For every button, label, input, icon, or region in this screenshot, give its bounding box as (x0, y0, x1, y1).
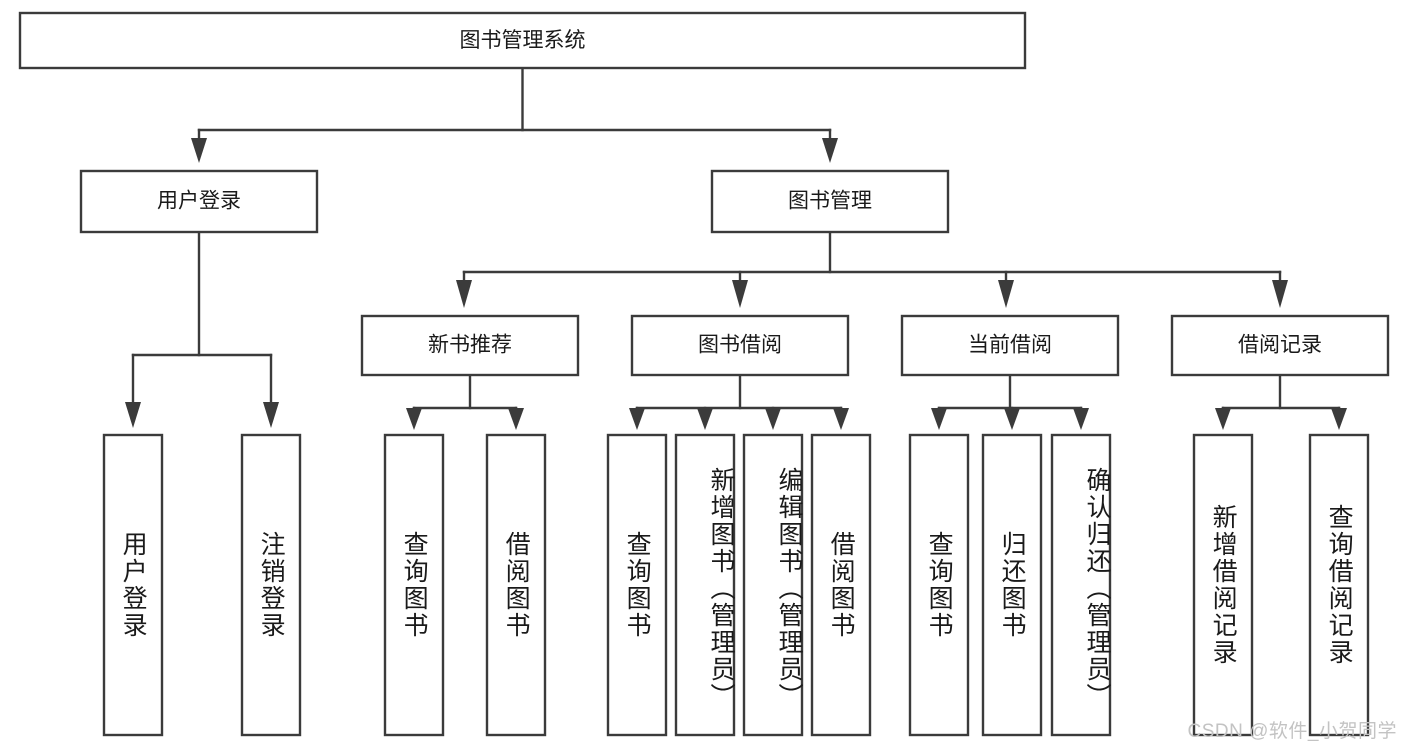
csdn-watermark: CSDN @软件_小贺同学 (1187, 721, 1397, 742)
node-borrow-record[interactable]: 借阅记录 (1170, 314, 1390, 377)
node-leaf-query-borrow-record-box[interactable] (1308, 433, 1370, 737)
connector-group-borrow-record (1215, 373, 1347, 430)
node-root-box[interactable] (18, 11, 1027, 70)
node-user-login-box[interactable] (79, 169, 319, 234)
node-current-borrow[interactable]: 当前借阅 (900, 314, 1120, 377)
arrowhead-leaf-add-borrow-record (1215, 408, 1231, 430)
arrowhead-borrow-record (1272, 280, 1288, 308)
connector-group-book-borrow (629, 373, 849, 430)
node-book-management[interactable]: 图书管理 (710, 169, 950, 234)
arrowhead-book-management (822, 138, 838, 163)
node-leaf-query-book-borrow-box[interactable] (606, 433, 668, 737)
node-leaf-add-borrow-record-box[interactable] (1192, 433, 1254, 737)
node-new-book-recommend-label: 新书推荐 (428, 334, 512, 357)
connector-group-root (191, 66, 838, 163)
node-leaf-query-book-recommend-box[interactable] (383, 433, 445, 737)
node-book-borrow[interactable]: 图书借阅 (630, 314, 850, 377)
arrowhead-current-borrow (998, 280, 1014, 308)
arrowhead-book-borrow (732, 280, 748, 308)
node-current-borrow-box[interactable] (900, 314, 1120, 377)
connector-group-new-book-recommend (406, 373, 524, 430)
arrowhead-leaf-edit-book (765, 408, 781, 430)
node-book-management-box[interactable] (710, 169, 950, 234)
node-user-login[interactable]: 用户登录 (79, 169, 319, 234)
arrowhead-leaf-query-book-current (931, 408, 947, 430)
node-leaf-logout-box[interactable] (240, 433, 302, 737)
node-root-label: 图书管理系统 (460, 29, 586, 52)
node-leaf-user-login-box[interactable] (102, 433, 164, 737)
node-leaf-add-book-box[interactable] (674, 433, 736, 737)
arrowhead-leaf-borrow-book-recommend (508, 408, 524, 430)
node-leaf-query-book-current-box[interactable] (908, 433, 970, 737)
connector-group-current-borrow (931, 373, 1089, 430)
node-book-borrow-box[interactable] (630, 314, 850, 377)
node-new-book-recommend-box[interactable] (360, 314, 580, 377)
connector-group-book-management (456, 230, 1288, 308)
node-borrow-record-box[interactable] (1170, 314, 1390, 377)
arrowhead-leaf-borrow-book (833, 408, 849, 430)
arrowhead-leaf-user-login (125, 402, 141, 428)
node-leaf-borrow-book-recommend-box[interactable] (485, 433, 547, 737)
node-borrow-record-label: 借阅记录 (1238, 334, 1322, 357)
node-leaf-confirm-return-box[interactable] (1050, 433, 1112, 737)
node-leaf-borrow-book-box[interactable] (810, 433, 872, 737)
node-leaf-edit-book-box[interactable] (742, 433, 804, 737)
node-book-borrow-label: 图书借阅 (698, 334, 782, 357)
node-current-borrow-label: 当前借阅 (968, 334, 1052, 357)
arrowhead-leaf-logout (263, 402, 279, 428)
arrowhead-leaf-query-book-recommend (406, 408, 422, 430)
connector-group-user-login (125, 230, 279, 428)
arrowhead-leaf-query-book-borrow (629, 408, 645, 430)
arrowhead-new-book-recommend (456, 280, 472, 308)
node-new-book-recommend[interactable]: 新书推荐 (360, 314, 580, 377)
arrowhead-leaf-confirm-return (1073, 408, 1089, 430)
node-book-management-label: 图书管理 (788, 190, 872, 213)
node-user-login-label: 用户登录 (157, 190, 241, 213)
arrowhead-user-login (191, 138, 207, 163)
arrowhead-leaf-query-borrow-record (1331, 408, 1347, 430)
node-leaf-return-book-box[interactable] (981, 433, 1043, 737)
node-root[interactable]: 图书管理系统 (18, 11, 1027, 70)
arrowhead-leaf-add-book (697, 408, 713, 430)
arrowhead-leaf-return-book (1004, 408, 1020, 430)
